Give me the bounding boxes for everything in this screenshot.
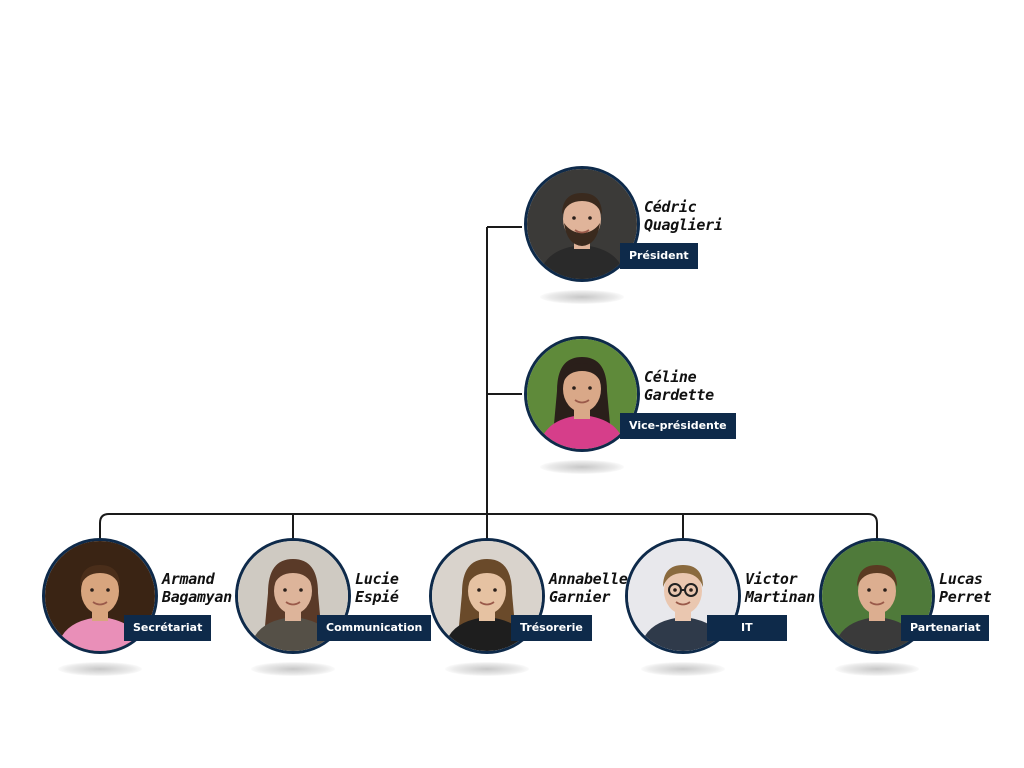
avatar-shadow [641, 662, 725, 676]
avatar-shadow [445, 662, 529, 676]
member-card-communication: Lucie Espié Communication [235, 538, 432, 676]
avatar-annabelle [429, 538, 545, 654]
first-name: Céline [644, 368, 697, 386]
role-badge: Trésorerie [511, 615, 592, 641]
member-card-secretariat: Armand Bagamyan Secrétariat [42, 538, 232, 676]
role-badge: Communication [317, 615, 432, 641]
role-badge: IT [707, 615, 787, 641]
first-name: Annabelle [549, 570, 628, 588]
member-name: Cédric Quaglieri [644, 198, 723, 234]
member-name: Victor Martinan [745, 570, 815, 606]
member-name: Céline Gardette [644, 368, 714, 404]
last-name: Martinan [745, 588, 815, 606]
avatar-celine [524, 336, 640, 452]
last-name: Gardette [644, 386, 714, 404]
avatar-lucas [819, 538, 935, 654]
role-badge: Partenariat [901, 615, 990, 641]
first-name: Lucie [355, 570, 399, 588]
avatar-shadow [58, 662, 142, 676]
avatar-shadow [835, 662, 919, 676]
last-name: Quaglieri [644, 216, 723, 234]
member-card-treasury: Annabelle Garnier Trésorerie [429, 538, 628, 676]
first-name: Cédric [644, 198, 697, 216]
member-card-vice-president: Céline Gardette Vice-présidente [524, 336, 736, 474]
connector-branch-bar [99, 513, 878, 540]
avatar-armand [42, 538, 158, 654]
role-badge: Secrétariat [124, 615, 212, 641]
avatar-shadow [540, 460, 624, 474]
last-name: Espié [355, 588, 399, 606]
avatar-shadow [540, 290, 624, 304]
first-name: Armand [162, 570, 215, 588]
member-name: Lucie Espié [355, 570, 399, 606]
avatar-shadow [251, 662, 335, 676]
first-name: Lucas [939, 570, 983, 588]
member-card-partnership: Lucas Perret Partenariat [819, 538, 992, 676]
member-card-president: Cédric Quaglieri Président [524, 166, 723, 304]
avatar-cedric [524, 166, 640, 282]
last-name: Bagamyan [162, 588, 232, 606]
role-badge: Président [620, 243, 698, 269]
member-name: Annabelle Garnier [549, 570, 628, 606]
last-name: Perret [939, 588, 992, 606]
member-name: Lucas Perret [939, 570, 992, 606]
role-badge: Vice-présidente [620, 413, 736, 439]
member-name: Armand Bagamyan [162, 570, 232, 606]
last-name: Garnier [549, 588, 611, 606]
first-name: Victor [745, 570, 798, 588]
member-card-it: Victor Martinan IT [625, 538, 815, 676]
